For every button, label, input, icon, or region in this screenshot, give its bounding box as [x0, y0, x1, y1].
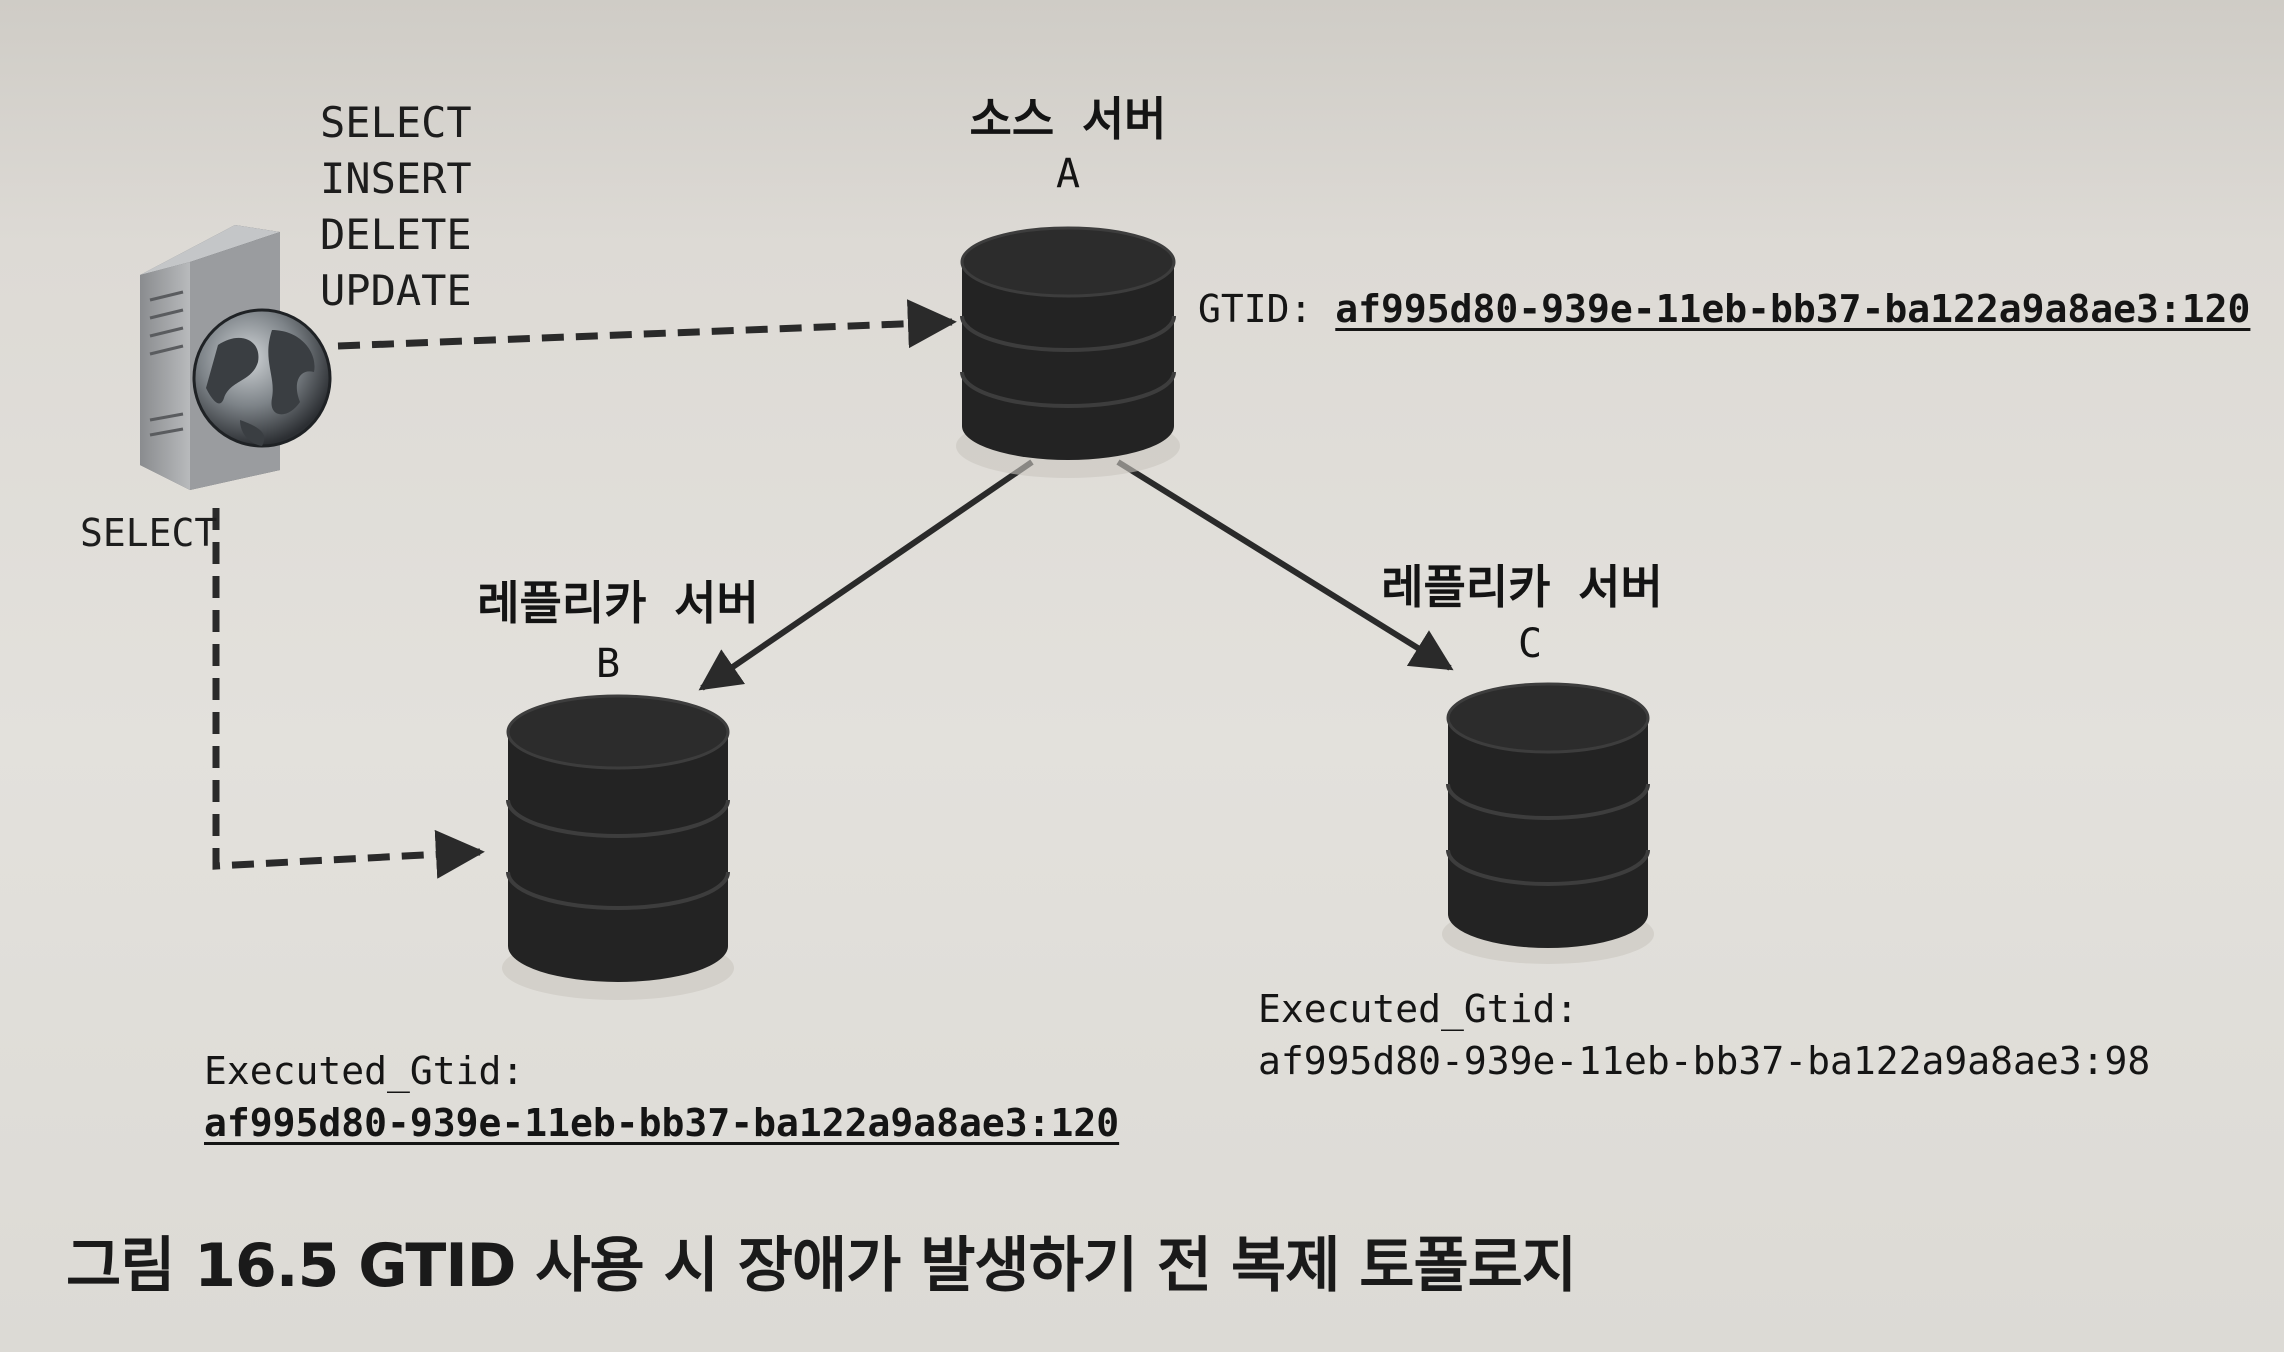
- figure-caption: 그림 16.5 GTID 사용 시 장애가 발생하기 전 복제 토폴로지: [66, 1231, 1577, 1301]
- replica-b-executed-label: Executed_Gtid:: [204, 1049, 525, 1093]
- replica-b-title: 레플리카 서버: [477, 576, 759, 630]
- globe-icon: [192, 308, 332, 448]
- source-server-a-cylinder: [956, 226, 1180, 478]
- replica-c-executed-label: Executed_Gtid:: [1258, 987, 1579, 1031]
- replica-query-select: SELECT: [80, 511, 218, 555]
- replica-server-c-cylinder: [1442, 682, 1654, 964]
- source-gtid-label: GTID:: [1198, 287, 1313, 331]
- source-to-replica-c-arrow: [1116, 459, 1454, 671]
- source-server-letter: A: [1055, 151, 1081, 197]
- client-query-update: UPDATE: [320, 266, 472, 315]
- replica-c-executed-value: af995d80-939e-11eb-bb37-ba122a9a8ae3:98: [1258, 1039, 2151, 1083]
- replica-b-executed-value: af995d80-939e-11eb-bb37-ba122a9a8ae3:120: [204, 1104, 1119, 1142]
- replica-server-b-cylinder: [502, 694, 734, 1000]
- client-query-select: SELECT: [320, 98, 472, 147]
- source-to-replica-b-arrow: [698, 459, 1034, 691]
- source-gtid-value: af995d80-939e-11eb-bb37-ba122a9a8ae3:120: [1335, 287, 2251, 331]
- source-server-title: 소스 서버: [969, 92, 1167, 146]
- replica-c-title: 레플리카 서버: [1381, 560, 1663, 614]
- source-gtid: GTID: af995d80-939e-11eb-bb37-ba122a9a8a…: [1198, 290, 2250, 328]
- client-to-source-arrow: [337, 299, 957, 350]
- replica-b-executed-gtid: af995d80-939e-11eb-bb37-ba122a9a8ae3:120: [204, 1101, 1120, 1145]
- client-query-insert: INSERT: [320, 154, 472, 203]
- replica-b-letter: B: [595, 641, 621, 687]
- client-to-replica-b-arrow: [212, 508, 485, 879]
- client-query-delete: DELETE: [320, 210, 472, 259]
- replica-c-letter: C: [1517, 621, 1543, 667]
